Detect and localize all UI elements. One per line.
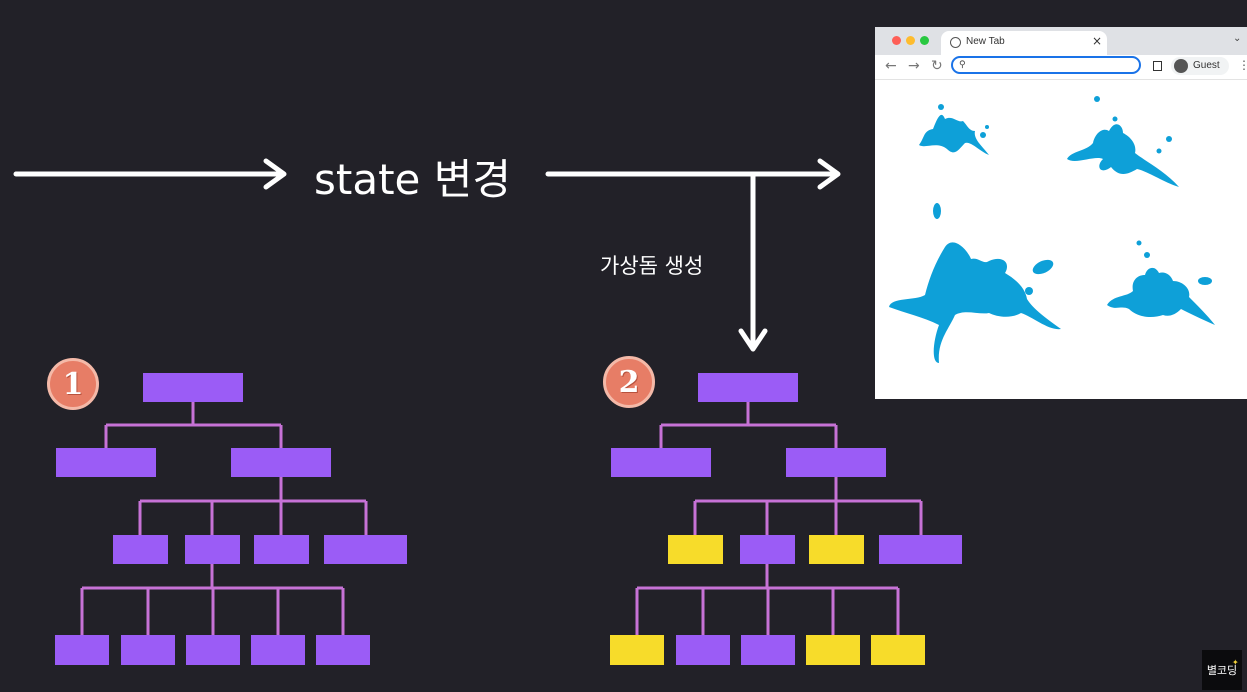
tree-node-l3-4 [324,535,407,564]
title-state-change: state 변경 [314,155,512,204]
changed-node-l3-1 [668,535,723,564]
profile-label: Guest [1193,60,1220,71]
tree-2 [610,373,962,665]
badge-step-2: 2 [603,356,655,408]
tree-1 [55,373,407,665]
paint-splash-4 [1107,240,1215,325]
changed-node-l4-5 [871,635,925,665]
side-panel-icon[interactable] [1153,61,1162,71]
tab-title: New Tab [966,36,1005,47]
browser-tab[interactable]: New Tab × [941,31,1107,55]
tree-node-l3-3 [254,535,309,564]
tree-node-l2-1 [56,448,156,477]
channel-logo: 별코딩 ✦ [1202,650,1242,690]
logo-text: 별코딩 [1206,664,1238,677]
arrow-left [13,158,287,190]
browser-toolbar: ← → ↻ ⚲ Guest ⋮ [875,55,1247,80]
tree-node-l4-1 [55,635,109,665]
arrow-down [738,171,768,352]
browser-viewport [889,96,1215,363]
tree-node-l4-2 [676,635,730,665]
close-window-dot[interactable] [892,36,901,45]
close-tab-icon[interactable]: × [1092,34,1103,48]
changed-node-l4-1 [610,635,664,665]
tree-node-root [143,373,243,402]
tree-node-l2-2 [786,448,886,477]
browser-tabstrip: New Tab × ⌄ [875,27,1247,55]
profile-button[interactable]: Guest [1171,57,1229,75]
more-menu-icon[interactable]: ⋮ [1238,58,1247,72]
paint-splash-2 [1067,96,1179,187]
maximize-window-dot[interactable] [920,36,929,45]
tree-node-l4-3 [741,635,795,665]
tree-node-l3-1 [113,535,168,564]
reload-icon[interactable]: ↻ [931,58,943,74]
badge-step-1: 1 [47,358,99,410]
tree-node-l4-4 [251,635,305,665]
tree-node-l3-4 [879,535,962,564]
tree-node-l4-5 [316,635,370,665]
globe-icon [950,37,961,48]
paint-splash-3 [889,203,1061,363]
address-bar[interactable]: ⚲ [951,56,1141,74]
changed-node-l4-4 [806,635,860,665]
tree-node-l2-2 [231,448,331,477]
tree-node-l2-1 [611,448,711,477]
arrow-right [545,158,841,190]
search-icon: ⚲ [959,60,966,70]
tree-node-l4-3 [186,635,240,665]
tree-node-l4-2 [121,635,175,665]
star-icon: ✦ [1232,658,1239,667]
label-virtual-dom-creation: 가상돔 생성 [600,254,704,278]
tree-node-l3-2 [185,535,240,564]
minimize-window-dot[interactable] [906,36,915,45]
avatar-icon [1174,59,1188,73]
browser-window: New Tab × ⌄ ← → ↻ ⚲ Guest ⋮ [875,27,1247,399]
tree-node-l3-2 [740,535,795,564]
chevron-down-icon[interactable]: ⌄ [1233,33,1242,44]
paint-splash-1 [919,104,989,155]
forward-icon[interactable]: → [908,58,920,74]
back-icon[interactable]: ← [885,58,897,74]
changed-node-l3-3 [809,535,864,564]
tree-node-root [698,373,798,402]
